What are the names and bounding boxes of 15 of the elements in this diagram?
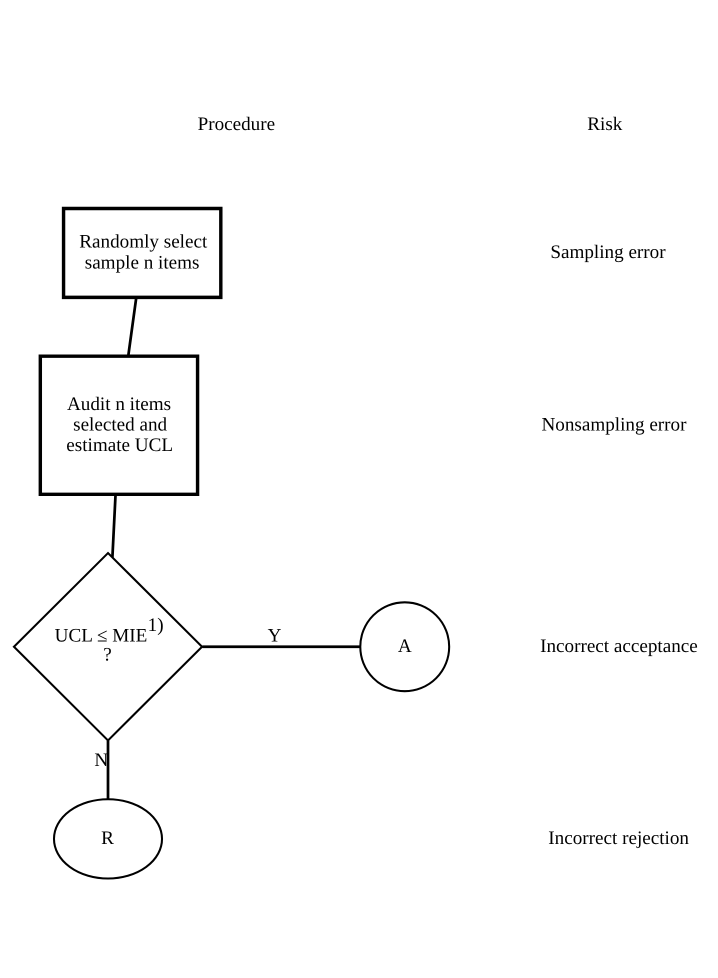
node-box: Randomly select sample n items [62, 206, 223, 299]
label: Nonsampling error [541, 414, 686, 435]
connector [126, 296, 138, 356]
node-ellipse: R [52, 798, 164, 880]
connector [111, 494, 117, 557]
label: Risk [587, 114, 622, 135]
node-box: Audit n items selected and estimate UCL [38, 354, 200, 496]
edge-label: Y [268, 625, 282, 646]
label: Incorrect acceptance [540, 635, 698, 656]
connector [202, 644, 360, 648]
label: Incorrect rejection [548, 827, 690, 848]
node-circle: A [359, 600, 450, 692]
connector [106, 740, 110, 799]
label: Sampling error [550, 241, 666, 262]
label: Procedure [198, 114, 276, 135]
